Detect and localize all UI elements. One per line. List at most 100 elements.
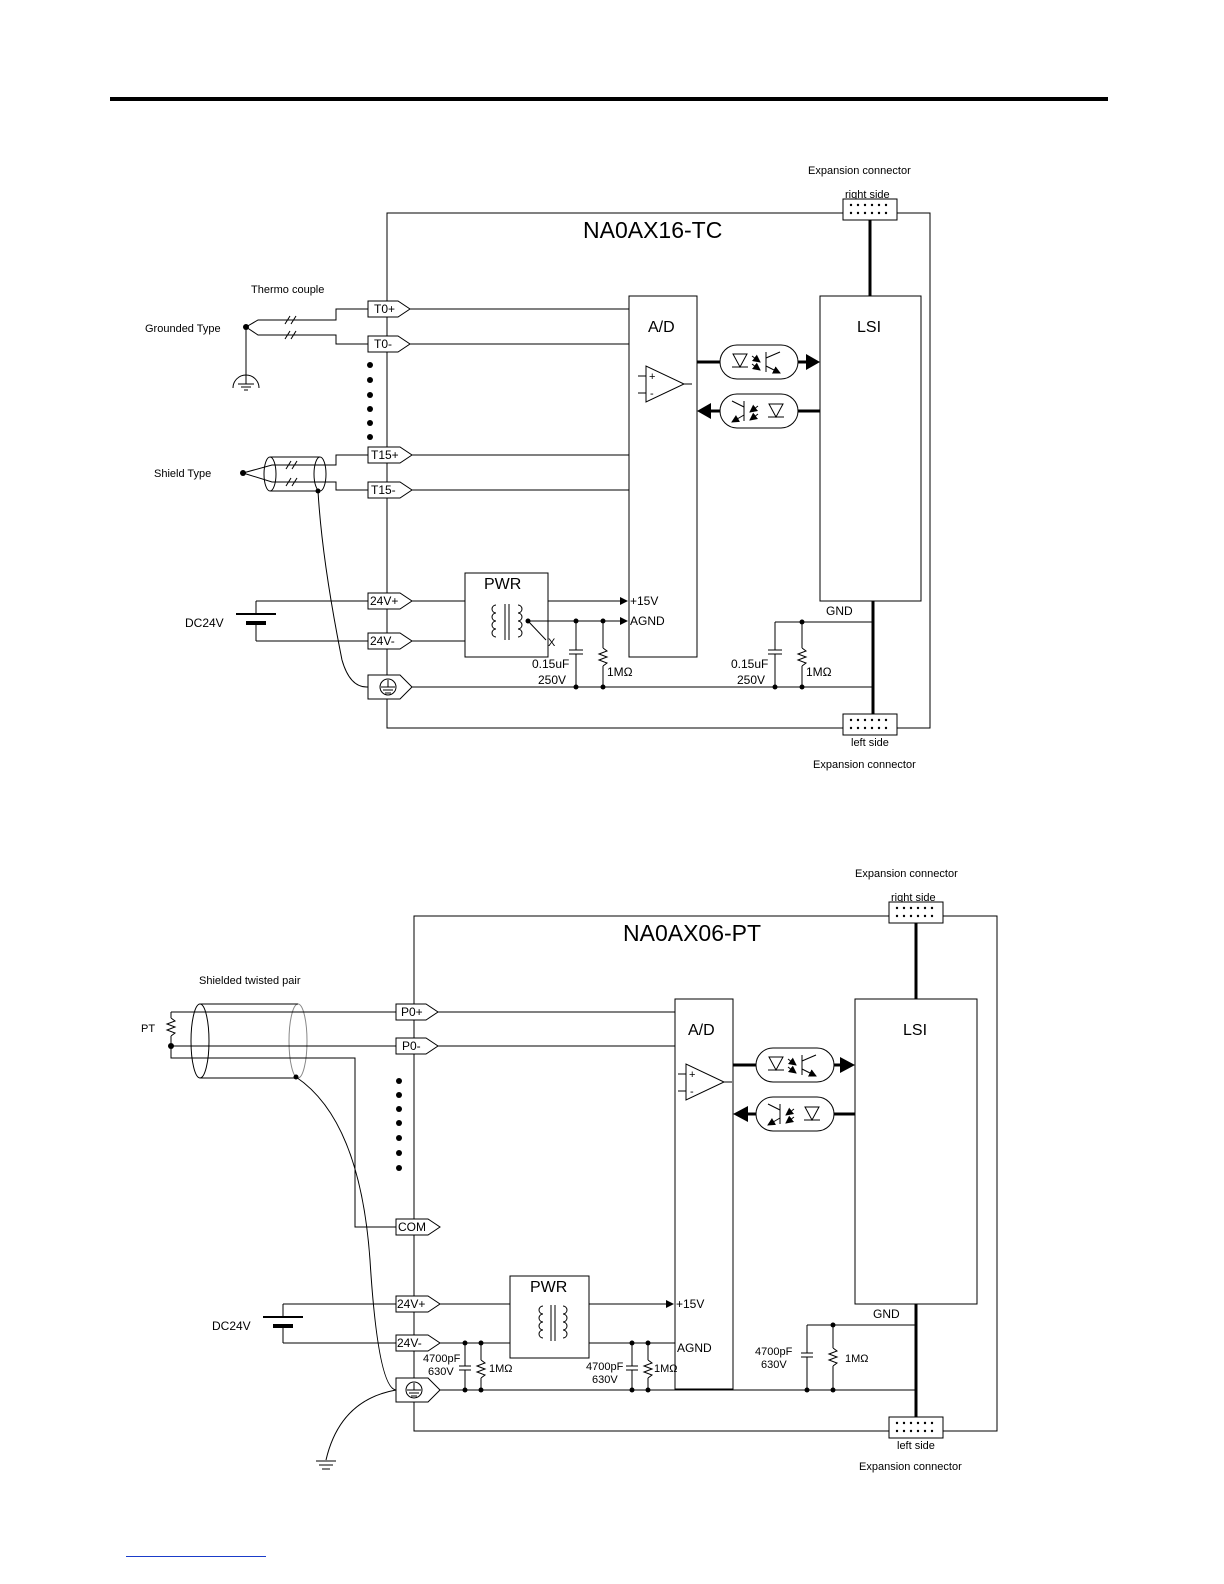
terminal-24v-minus: 24V- (367, 632, 413, 650)
terminal-t0-minus: T0- (367, 335, 411, 353)
shielded-cable-icon (170, 1003, 397, 1391)
power-supply-block (509, 1275, 590, 1359)
header-rule (110, 97, 1108, 101)
channel-continuation-dots (367, 362, 373, 440)
resistor-2-value: 1MΩ (654, 1363, 678, 1375)
pt-label: PT (141, 1023, 155, 1035)
battery-icon (263, 1303, 396, 1344)
ad-label: A/D (648, 319, 675, 336)
capacitor-3-icon (801, 1325, 813, 1390)
resistor-1-icon (597, 621, 609, 687)
plus-15v-label: +15V (676, 1297, 704, 1311)
shielded-twisted-pair-label: Shielded twisted pair (199, 975, 301, 987)
thermocouple-label: Thermo couple (251, 284, 324, 296)
svg-text:T15+: T15+ (371, 448, 399, 462)
lsi-block (819, 295, 922, 602)
terminal-24v-plus: 24V+ (395, 1295, 441, 1313)
expansion-connector-right-side-icon (888, 901, 944, 924)
agnd-label: AGND (630, 614, 665, 628)
svg-text:P0+: P0+ (401, 1005, 423, 1019)
svg-text:P0-: P0- (402, 1039, 421, 1053)
ad-converter-block (628, 295, 698, 658)
channel-continuation-dots (396, 1078, 402, 1171)
resistor-1-value: 1MΩ (489, 1363, 513, 1375)
module-title: NA0AX06-PT (623, 920, 761, 946)
resistor-2-icon (796, 622, 808, 687)
capacitor-1-voltage: 250V (538, 673, 566, 687)
capacitor-2-icon (626, 1343, 638, 1390)
terminal-p0-minus: P0- (395, 1037, 439, 1055)
capacitor-2-voltage: 630V (592, 1374, 618, 1386)
footer-link-underline (126, 1556, 266, 1557)
transformer-icon (491, 604, 523, 640)
terminal-fg-ground-icon (395, 1377, 441, 1403)
optocoupler-rx-icon (733, 1096, 855, 1132)
terminal-t15-minus: T15- (367, 481, 413, 499)
pwr-label: PWR (484, 576, 521, 593)
capacitor-2-icon (768, 622, 782, 687)
svg-text:T0+: T0+ (374, 302, 395, 316)
module-title: NA0AX16-TC (583, 217, 722, 243)
svg-text:T0-: T0- (374, 337, 392, 351)
module-outline (386, 212, 931, 729)
battery-icon (236, 600, 368, 642)
x-label: X (548, 637, 556, 649)
expansion-connector-left-side-icon (888, 1416, 944, 1439)
plus-15v-label: +15V (630, 594, 658, 608)
pt-sensor-resistor-icon (165, 1012, 177, 1049)
svg-text:T15-: T15- (371, 483, 396, 497)
module-outline (413, 915, 998, 1432)
thermocouple-shielded-icon (240, 454, 369, 688)
expansion-connector-bottom-label: Expansion connector (813, 759, 916, 771)
dc24v-label: DC24V (212, 1319, 251, 1333)
optocoupler-tx-icon (733, 1047, 855, 1083)
grounded-type-label: Grounded Type (145, 323, 221, 335)
dc24v-label: DC24V (185, 616, 224, 630)
svg-text:COM: COM (398, 1220, 426, 1234)
opamp-icon: + - (678, 1063, 732, 1101)
gnd-label: GND (873, 1307, 900, 1321)
resistor-3-value: 1MΩ (845, 1353, 869, 1365)
opamp-icon: + - (638, 365, 692, 403)
svg-text:24V-: 24V- (370, 634, 395, 648)
capacitor-3-value: 4700pF (755, 1346, 793, 1358)
expansion-connector-bottom-label: Expansion connector (859, 1461, 962, 1473)
capacitor-1-value: 4700pF (423, 1353, 461, 1365)
expansion-connector-left-side-icon (842, 713, 898, 736)
resistor-2-value: 1MΩ (806, 665, 832, 679)
lsi-label: LSI (903, 1022, 927, 1039)
expansion-connector-right-side-icon (842, 198, 898, 221)
thermocouple-grounded-icon (243, 308, 368, 372)
opamp-minus: - (690, 1086, 694, 1098)
capacitor-2-value: 0.15uF (731, 657, 768, 671)
capacitor-2-value: 4700pF (586, 1361, 624, 1373)
terminal-com: COM (395, 1218, 441, 1236)
earth-ground-icon (316, 1389, 397, 1470)
opamp-minus: - (650, 388, 654, 400)
resistor-1-value: 1MΩ (607, 665, 633, 679)
expansion-connector-top-side: right side (845, 189, 890, 201)
svg-text:24V+: 24V+ (397, 1297, 425, 1311)
pwr-label: PWR (530, 1279, 567, 1296)
transformer-icon (538, 1305, 568, 1341)
expansion-connector-top-label: Expansion connector (855, 868, 958, 880)
lsi-block (854, 998, 978, 1305)
terminal-p0-plus: P0+ (395, 1003, 439, 1021)
expansion-connector-top-side: right side (891, 892, 936, 904)
gnd-label: GND (826, 604, 853, 618)
optocoupler-rx-icon (697, 393, 820, 429)
opamp-plus: + (649, 371, 655, 383)
ad-label: A/D (688, 1022, 715, 1039)
resistor-2-icon (642, 1343, 654, 1390)
capacitor-1-icon (459, 1343, 471, 1390)
capacitor-1-value: 0.15uF (532, 657, 569, 671)
shield-type-label: Shield Type (154, 468, 211, 480)
optocoupler-tx-icon (697, 344, 820, 380)
svg-text:24V+: 24V+ (370, 594, 398, 608)
opamp-plus: + (689, 1069, 695, 1081)
terminal-t15-plus: T15+ (367, 446, 413, 464)
agnd-label: AGND (677, 1341, 712, 1355)
expansion-connector-bottom-side: left side (851, 737, 889, 749)
lsi-label: LSI (857, 319, 881, 336)
